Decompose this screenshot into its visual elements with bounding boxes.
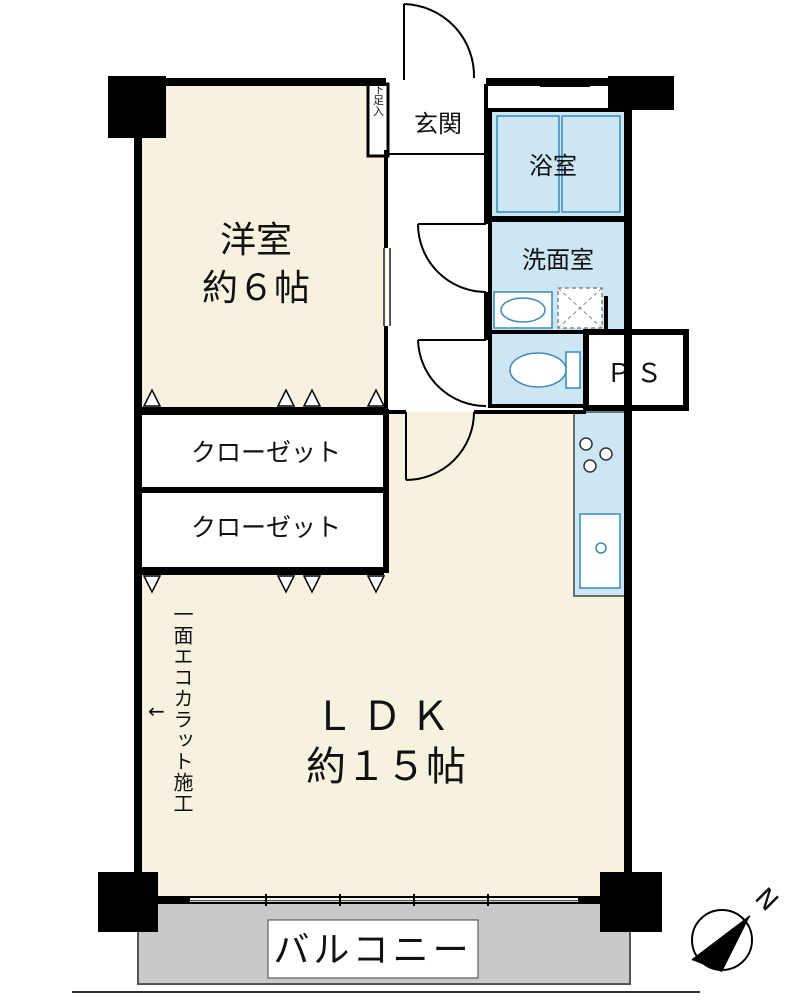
interior-walls <box>384 84 608 414</box>
shower-area <box>561 115 621 213</box>
entrance-label: 玄関 <box>414 110 462 138</box>
toilet-bowl <box>509 352 567 388</box>
western-room-size: 約６帖 <box>202 268 310 309</box>
washbasin-bowl <box>500 297 546 323</box>
ps-label: ＰＳ <box>606 359 666 389</box>
ps-box <box>583 329 689 411</box>
bathroom-box <box>488 108 628 220</box>
western-room-floor <box>138 84 386 412</box>
closet-2-label: クローゼット <box>191 513 341 542</box>
bathroom-window <box>540 79 590 87</box>
stove-burners <box>579 437 613 473</box>
western-room-name: 洋室 <box>220 220 292 261</box>
toilet-door <box>417 339 487 407</box>
ldk-name: ＬＤＫ <box>314 694 458 740</box>
shoe-box-label: 下足入 <box>372 84 385 117</box>
balcony-label-box <box>267 919 479 979</box>
balcony-windows <box>190 894 578 906</box>
washroom-door <box>417 223 487 293</box>
western-room-sliding-door <box>383 248 391 326</box>
entrance-door <box>403 3 476 80</box>
washroom-label: 洗面室 <box>522 246 594 274</box>
compass-icon <box>691 909 753 972</box>
eco-carat-note: 一面エコカラット施工 <box>170 604 194 814</box>
compass-north-label: N <box>749 883 784 918</box>
washing-machine-cross-2 <box>557 287 603 329</box>
ldk-size: 約１５帖 <box>306 744 466 790</box>
bathroom-label: 浴室 <box>529 152 577 180</box>
kitchen-sink <box>579 513 621 589</box>
structural-columns <box>98 76 674 932</box>
toilet-tank <box>565 351 581 389</box>
bathtub <box>496 115 560 213</box>
closet-1-label: クローゼット <box>191 438 341 467</box>
entrance-floor <box>386 84 486 154</box>
sink-drain <box>595 542 607 554</box>
closet-2-box <box>135 487 389 573</box>
balcony-label: バルコニー <box>273 930 472 971</box>
closet-2-doors <box>142 575 386 594</box>
eco-carat-arrow: ← <box>148 699 165 723</box>
closet-1-doors <box>142 388 386 407</box>
ldk-door <box>405 411 475 481</box>
